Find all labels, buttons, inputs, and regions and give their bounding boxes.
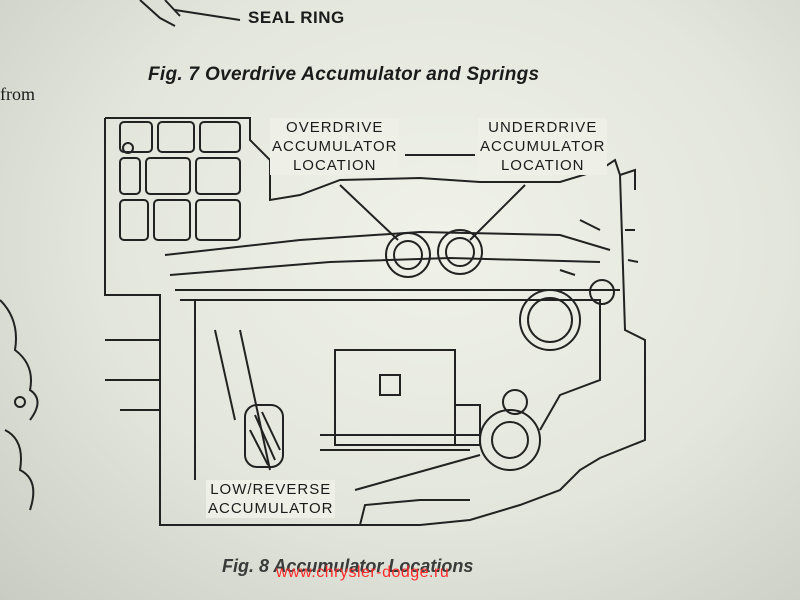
fig8-caption: Fig. 8 Accumulator Locations	[222, 556, 474, 576]
overdrive-label-line-1: OVERDRIVE	[286, 119, 384, 136]
underdrive-label-line-2: ACCUMULATOR	[480, 138, 606, 155]
overdrive-leader	[339, 184, 399, 241]
low-reverse-leader	[354, 454, 481, 491]
overdrive-label-line-2: ACCUMULATOR	[272, 138, 398, 155]
left-channels	[194, 300, 271, 480]
low-reverse-label-line-1: LOW/REVERSE	[210, 481, 332, 498]
valve-block	[334, 349, 456, 446]
watermark: www.chrysler-dodge.ru	[276, 564, 450, 581]
inner-plate	[180, 299, 601, 431]
seal-ring-leader	[174, 9, 241, 21]
underdrive-accumulator-bore	[437, 229, 483, 275]
housing-outline	[105, 117, 646, 526]
low-reverse-label-line-2: ACCUMULATOR	[208, 500, 334, 517]
low-reverse-accumulator-bore	[479, 389, 541, 471]
right-bore	[519, 279, 615, 351]
left-fragment-sketch	[0, 299, 39, 421]
left-text-fragment: from	[0, 84, 35, 104]
underdrive-label-line-3: LOCATION	[500, 157, 585, 174]
overdrive-accumulator-bore	[385, 232, 431, 278]
underdrive-label-line-1: UNDERDRIVE	[488, 119, 598, 136]
low-reverse-accumulator-label: LOW/REVERSE ACCUMULATOR	[206, 480, 336, 518]
gasket-line	[164, 230, 611, 256]
fig7-caption: Fig. 7 Overdrive Accumulator and Springs	[148, 64, 540, 85]
overdrive-label-line-3: LOCATION	[292, 157, 377, 174]
underdrive-accumulator-label: UNDERDRIVE ACCUMULATOR LOCATION	[478, 118, 608, 175]
strainer	[244, 404, 284, 468]
fig7-part-remnant	[139, 0, 176, 27]
underdrive-leader	[469, 184, 526, 241]
upper-left-grid	[119, 121, 241, 241]
overdrive-accumulator-label: OVERDRIVE ACCUMULATOR LOCATION	[270, 118, 400, 175]
seal-ring-label: SEAL RING	[248, 8, 345, 27]
